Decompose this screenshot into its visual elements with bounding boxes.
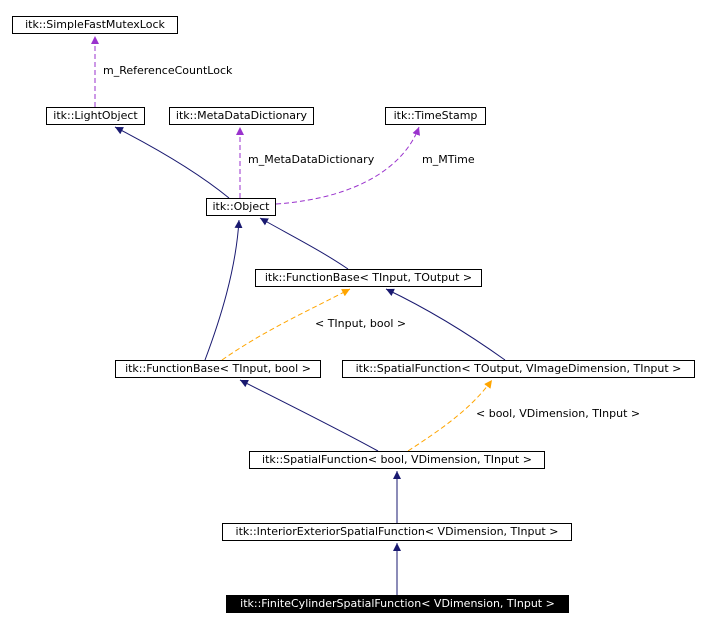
edge-label-tinput-bool: < TInput, bool >	[315, 317, 407, 330]
edge-template-tinput-bool	[221, 288, 351, 361]
node-simple-fast-mutex-lock[interactable]: itk::SimpleFastMutexLock	[12, 16, 178, 34]
node-spatial-function-toutput[interactable]: itk::SpatialFunction< TOutput, VImageDim…	[342, 360, 695, 378]
node-spatial-function-bool[interactable]: itk::SpatialFunction< bool, VDimension, …	[249, 451, 545, 469]
node-finite-cylinder-spatial-function: itk::FiniteCylinderSpatialFunction< VDim…	[226, 595, 569, 613]
edge-mtime	[275, 126, 420, 205]
edge-function-base-bool-to-object	[204, 219, 243, 361]
edge-object-to-light-object	[114, 126, 230, 199]
edge-label-bool-vdimension-tinput: < bool, VDimension, TInput >	[476, 407, 641, 420]
node-object[interactable]: itk::Object	[206, 198, 276, 216]
node-time-stamp[interactable]: itk::TimeStamp	[385, 107, 486, 125]
node-function-base-toutput[interactable]: itk::FunctionBase< TInput, TOutput >	[255, 269, 482, 287]
node-light-object[interactable]: itk::LightObject	[46, 107, 145, 125]
node-function-base-bool[interactable]: itk::FunctionBase< TInput, bool >	[115, 360, 321, 378]
edge-template-bool-vdimension	[407, 379, 493, 452]
edge-spatial-function-bool-to-function-base-bool	[239, 379, 379, 452]
node-interior-exterior-spatial-function[interactable]: itk::InteriorExteriorSpatialFunction< VD…	[222, 523, 572, 541]
edge-label-reference-count-lock: m_ReferenceCountLock	[103, 64, 233, 77]
node-meta-data-dictionary[interactable]: itk::MetaDataDictionary	[169, 107, 314, 125]
edge-spatial-function-toutput-to-function-base	[385, 288, 506, 361]
edge-label-mtime: m_MTime	[422, 153, 475, 166]
edge-function-base-toutput-to-object	[259, 217, 349, 270]
edge-label-meta-data-dictionary: m_MetaDataDictionary	[248, 153, 375, 166]
